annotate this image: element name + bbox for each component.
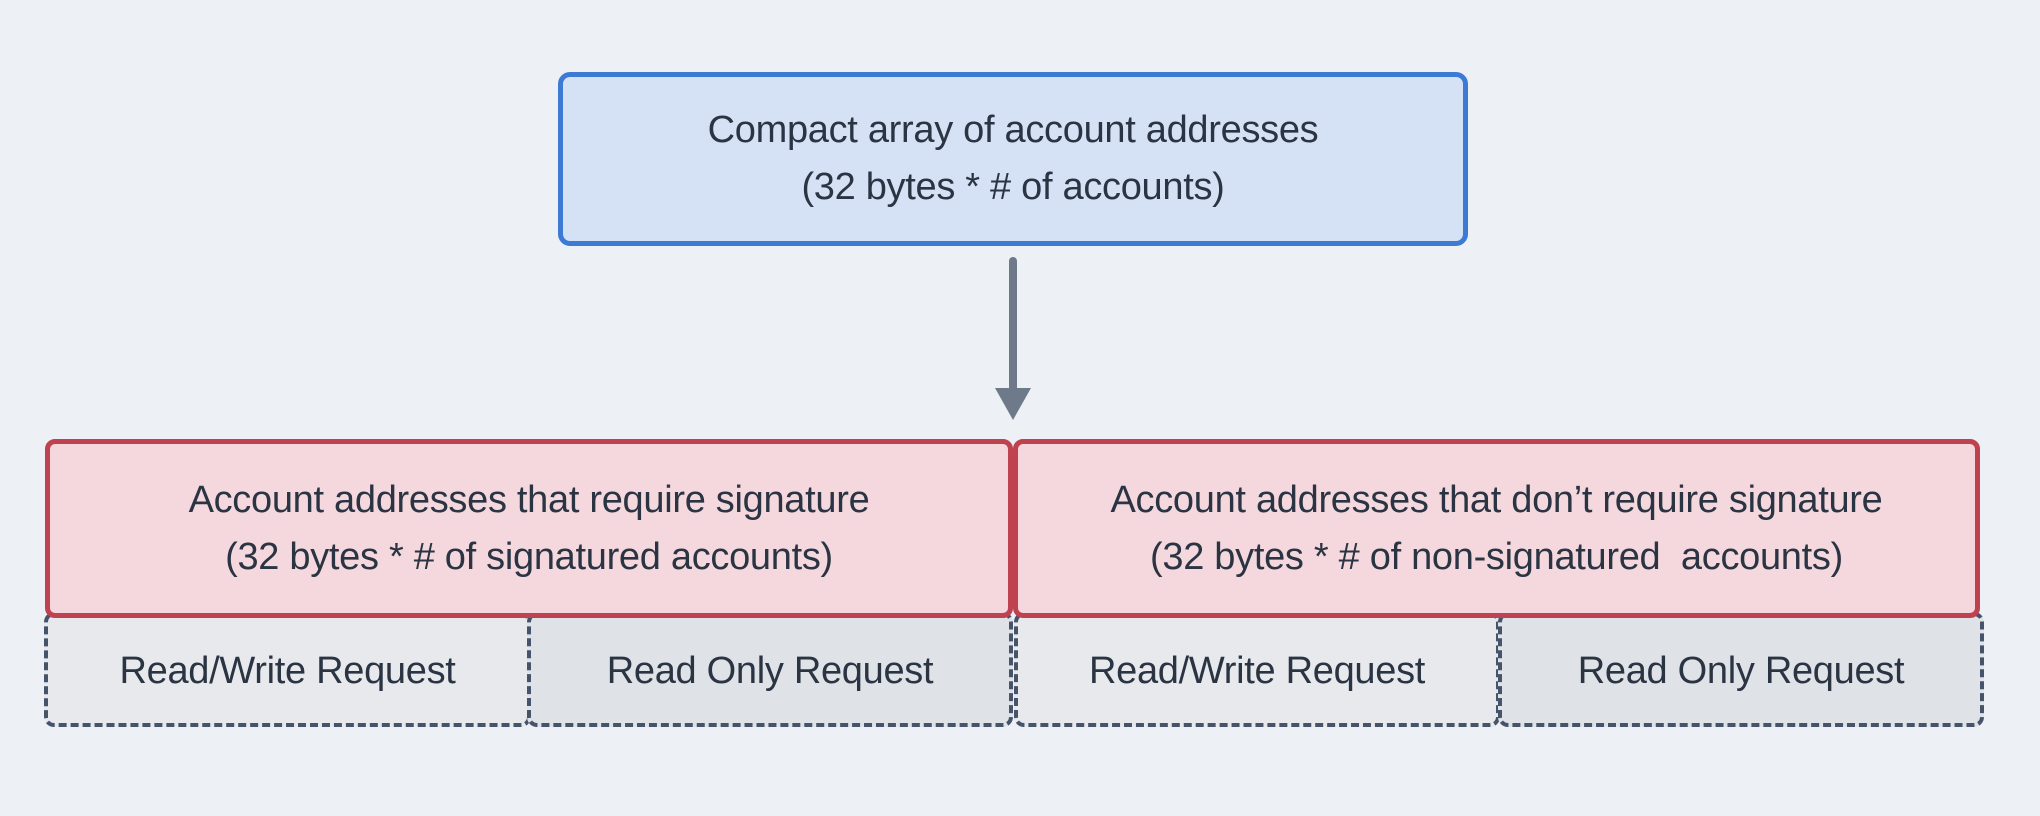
compact-array-title: Compact array of account addresses [707, 109, 1319, 151]
read-write-request-box-2: Read/Write Request [1014, 612, 1500, 727]
compact-array-size: (32 bytes * # of accounts) [801, 166, 1225, 208]
read-only-request-label: Read Only Request [1577, 650, 1905, 692]
read-only-request-label: Read Only Request [606, 650, 934, 692]
non-signatured-accounts-title: Account addresses that don’t require sig… [1110, 478, 1883, 521]
read-write-request-box-1: Read/Write Request [44, 612, 531, 727]
read-only-request-box-1: Read Only Request [527, 612, 1013, 727]
signatured-accounts-title: Account addresses that require signature [188, 478, 870, 521]
non-signatured-accounts-box: Account addresses that don’t require sig… [1013, 439, 1980, 618]
non-signatured-accounts-size: (32 bytes * # of non-signatured accounts… [1150, 535, 1843, 578]
signatured-accounts-box: Account addresses that require signature… [45, 439, 1013, 618]
read-write-request-label: Read/Write Request [1088, 650, 1426, 692]
read-only-request-box-2: Read Only Request [1498, 612, 1984, 727]
compact-array-box: Compact array of account addresses (32 b… [558, 72, 1468, 246]
read-write-request-label: Read/Write Request [119, 650, 456, 692]
down-arrow-icon [995, 257, 1031, 420]
signatured-accounts-size: (32 bytes * # of signatured accounts) [225, 535, 833, 578]
